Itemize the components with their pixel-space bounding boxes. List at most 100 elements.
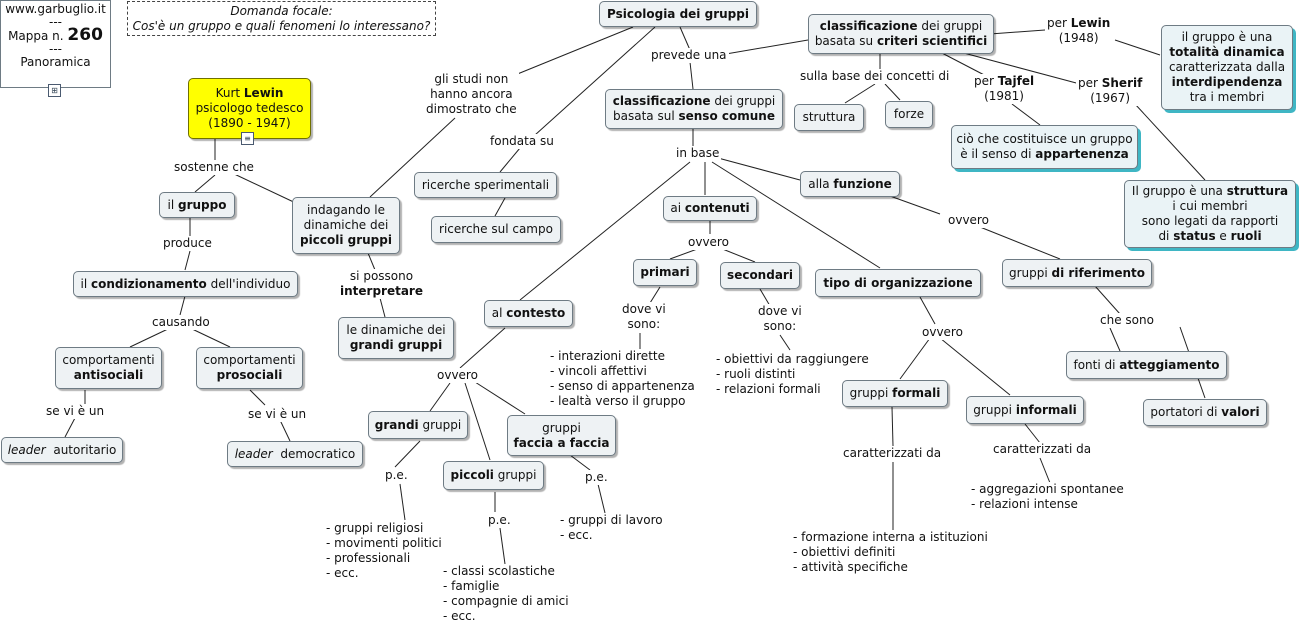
piccoli-gruppi-node[interactable]: piccoli gruppi (443, 461, 544, 490)
struttura-node[interactable]: struttura (794, 104, 864, 131)
site-name: www.garbuglio.it (5, 2, 106, 16)
primari-node[interactable]: primari (633, 259, 697, 286)
studi-line3: dimostrato che (426, 102, 517, 116)
totalita-dinamica-node[interactable]: il gruppo è una totalità dinamica caratt… (1161, 25, 1293, 110)
dinamiche-grandi-node[interactable]: le dinamiche dei grandi gruppi (338, 317, 454, 359)
classificazione-scientifica-node[interactable]: classificazione dei gruppi basata su cri… (808, 14, 994, 54)
funzione-node[interactable]: alla funzione (800, 171, 900, 197)
focus-label: Domanda focale: (230, 3, 333, 18)
informali-list: - aggregazioni spontanee - relazioni int… (971, 482, 1124, 512)
gruppi-formali-node[interactable]: gruppi formali (842, 380, 948, 407)
contesto-node[interactable]: al contesto (484, 300, 573, 327)
atteggiamento-text: fonti di atteggiamento (1073, 357, 1220, 372)
contenuti-node[interactable]: ai contenuti (663, 196, 757, 221)
root-concept[interactable]: Psicologia dei gruppi (599, 1, 757, 27)
link-label-possono: si possono interpretare (338, 269, 425, 299)
class-sci-line2: basata su criteri scientifici (814, 34, 988, 48)
list-item: - ecc. (326, 566, 359, 580)
indagando-line2: dinamiche dei (303, 218, 389, 232)
map-number: 260 (67, 25, 103, 45)
tipo-org-text: tipo di organizzazione (823, 275, 973, 290)
view-name: Panoramica (20, 55, 91, 69)
link-label-ovvero-cont: ovvero (686, 235, 731, 250)
link-label-pe-3: p.e. (583, 470, 610, 485)
sherif-line2: i cui membri (1172, 199, 1248, 213)
faccia-a-faccia-node[interactable]: gruppi faccia a faccia (507, 415, 616, 456)
appartenenza-node[interactable]: ciò che costituisce un gruppo è il senso… (951, 125, 1138, 169)
dove2-line1: dove vi (758, 304, 802, 318)
gruppi-riferimento-node[interactable]: gruppi di riferimento (1002, 259, 1152, 287)
totalita-line4: interdipendenza (1171, 75, 1283, 89)
lewin-name: Kurt Lewin (215, 86, 284, 100)
secondari-node[interactable]: secondari (720, 262, 800, 289)
secondari-text: secondari (727, 268, 793, 282)
list-item: - senso di appartenenza (550, 379, 695, 393)
list-item: - obiettivi definiti (793, 545, 896, 559)
dove1-line2: sono: (627, 317, 661, 331)
prosociali-node[interactable]: comportamenti prosociali (196, 347, 303, 389)
gruppi-informali-node[interactable]: gruppi informali (966, 396, 1084, 424)
antisociali-node[interactable]: comportamenti antisociali (55, 347, 162, 389)
tipo-organizzazione-node[interactable]: tipo di organizzazione (815, 269, 981, 297)
ricerche-sperimentali-node[interactable]: ricerche sperimentali (414, 172, 557, 198)
riferimento-text: gruppi di riferimento (1008, 265, 1145, 280)
contesto-text: al contesto (491, 306, 566, 320)
leader-democratico-node[interactable]: leader democratico (227, 441, 363, 467)
fonti-atteggiamento-node[interactable]: fonti di atteggiamento (1066, 351, 1227, 379)
list-item: - gruppi religiosi (326, 521, 424, 535)
condizionamento-node[interactable]: il condizionamento dell'individuo (73, 271, 298, 297)
piccoli-list: - classi scolastiche - famiglie - compag… (443, 564, 569, 624)
antisociali-line2: antisociali (73, 368, 144, 382)
grandi-list: - gruppi religiosi - movimenti politici … (326, 521, 442, 581)
classificazione-senso-comune-node[interactable]: classificazione dei gruppi basata sul se… (605, 89, 783, 129)
totalita-line5: tra i membri (1189, 90, 1265, 104)
map-icon[interactable]: ⊞ (48, 84, 61, 97)
funzione-text: alla funzione (808, 176, 892, 191)
lewin-dates: (1890 - 1947) (208, 116, 291, 130)
ricerche-campo-text: ricerche sul campo (439, 222, 553, 236)
prosociali-line1: comportamenti (203, 353, 296, 367)
separator: --- (49, 15, 62, 29)
grandi-gruppi-node[interactable]: grandi gruppi (368, 411, 468, 439)
appartenenza-line1: ciò che costituisce un gruppo (956, 132, 1133, 146)
link-label-ovvero-org: ovvero (920, 325, 965, 340)
sherif-struttura-node[interactable]: Il gruppo è una struttura i cui membri s… (1124, 180, 1296, 248)
gruppo-text: il gruppo (167, 197, 227, 212)
indagando-line3: piccoli gruppi (300, 233, 392, 247)
piccoli-gruppi-indagine-node[interactable]: indagando le dinamiche dei piccoli grupp… (292, 197, 400, 254)
piccoli-text: piccoli gruppi (450, 468, 537, 482)
map-number-line: Mappa n. 260 (8, 25, 103, 45)
dove1-line1: dove vi (622, 302, 666, 316)
leader-autoritario-node[interactable]: leader autoritario (1, 437, 123, 463)
list-item: - obiettivi da raggiungere (716, 352, 869, 366)
leader-aut-text: leader autoritario (7, 442, 117, 457)
faccia-list: - gruppi di lavoro - ecc. (560, 513, 663, 543)
ricerche-campo-node[interactable]: ricerche sul campo (431, 216, 561, 243)
link-label-se-vi-2: se vi è un (246, 407, 309, 422)
link-label-se-vi-1: se vi è un (44, 404, 107, 419)
link-label-fondata: fondata su (488, 134, 556, 149)
sherif-line4: di status e ruoli (1158, 229, 1262, 243)
kurt-lewin-node[interactable]: Kurt Lewin psicologo tedesco (1890 - 194… (188, 78, 311, 139)
grandi-text: grandi gruppi (374, 417, 462, 432)
tajfel-year: (1981) (984, 89, 1024, 103)
list-item: - ecc. (560, 528, 593, 542)
note-icon[interactable]: ≡ (241, 132, 254, 145)
link-label-causando: causando (150, 315, 212, 330)
gruppo-node[interactable]: il gruppo (159, 192, 235, 218)
link-label-dove-2: dove vi sono: (756, 304, 804, 334)
link-label-prevede: prevede una (649, 48, 729, 63)
forze-node[interactable]: forze (885, 101, 933, 128)
link-label-lewin: per Lewin (1948) (1045, 16, 1113, 46)
primari-list: - interazioni dirette - vincoli affettiv… (550, 349, 695, 409)
list-item: - aggregazioni spontanee (971, 482, 1124, 496)
link-label-studi: gli studi non hanno ancora dimostrato ch… (424, 72, 519, 117)
link-label-in-base: in base (674, 146, 722, 161)
dove2-line2: sono: (763, 319, 797, 333)
ricerche-sper-text: ricerche sperimentali (421, 177, 550, 192)
list-item: - relazioni intense (971, 497, 1078, 511)
class-comune-line2: basata sul senso comune (613, 109, 775, 123)
portatori-valori-node[interactable]: portatori di valori (1143, 399, 1267, 426)
faccia-line1: gruppi (542, 420, 581, 435)
